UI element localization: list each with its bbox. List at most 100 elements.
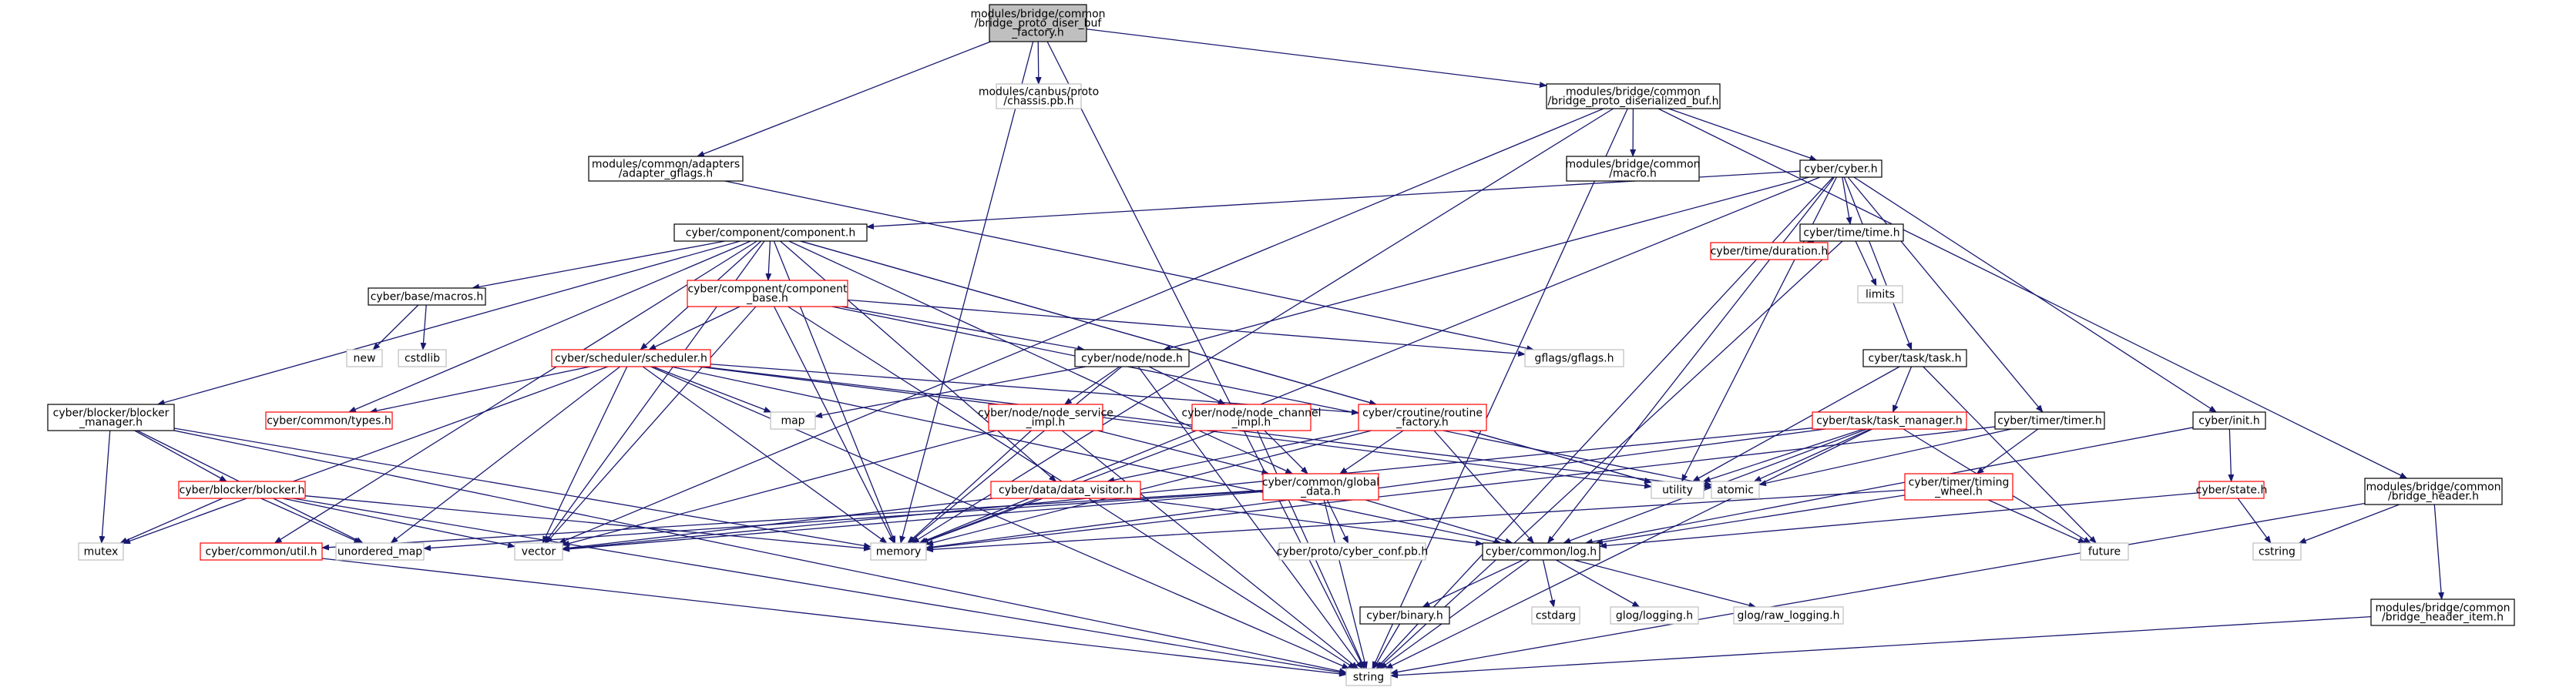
- edge-root-to-memory: [899, 41, 1034, 544]
- edge-scheduler-to-log_h: [670, 366, 1503, 545]
- node-label: _impl.h: [1231, 417, 1271, 429]
- node-limits[interactable]: limits: [1857, 285, 1903, 303]
- node-label: cyber/data/data_visitor.h: [999, 484, 1133, 497]
- edge-task_h-to-task_manager: [1892, 366, 1913, 413]
- node-box: [1345, 668, 1392, 686]
- node-label: cyber/timer/timing: [1909, 477, 2010, 489]
- edge-scheduler-to-utility: [698, 366, 1652, 489]
- node-glog-logging[interactable]: glog/logging.h: [1610, 606, 1699, 625]
- edge-timing_wheel-to-future: [1987, 499, 2087, 544]
- edge-log_h-to-glog_raw: [1573, 559, 1757, 609]
- node-adapter-gflags[interactable]: modules/common/adapters/adapter_gflags.h: [588, 156, 744, 182]
- node-label: /bridge_proto_diser_buf: [975, 18, 1103, 30]
- node-task-h[interactable]: cyber/task/task.h: [1862, 349, 1967, 367]
- node-macros[interactable]: cyber/base/macros.h: [368, 287, 486, 306]
- node-cyber-conf[interactable]: cyber/proto/cyber_conf.pb.h: [1277, 542, 1428, 561]
- node-label: limits: [1866, 289, 1895, 301]
- node-mutex[interactable]: mutex: [78, 542, 124, 561]
- node-box: [368, 287, 486, 306]
- node-map[interactable]: map: [770, 411, 816, 430]
- node-scheduler[interactable]: cyber/scheduler/scheduler.h: [551, 349, 711, 367]
- node-task-manager[interactable]: cyber/task/task_manager.h: [1812, 411, 1967, 430]
- node-macro[interactable]: modules/bridge/common/macro.h: [1565, 156, 1701, 182]
- node-box: [551, 349, 711, 367]
- node-gflags[interactable]: gflags/gflags.h: [1524, 349, 1624, 367]
- node-string[interactable]: string: [1345, 668, 1392, 686]
- node-label: /bridge_header.h: [2388, 491, 2479, 503]
- node-blocker-h[interactable]: cyber/blocker/blocker.h: [178, 481, 306, 499]
- node-unordered-map[interactable]: unordered_map: [335, 542, 425, 561]
- node-cyber-h[interactable]: cyber/cyber.h: [1799, 159, 1882, 178]
- node-timer-h[interactable]: cyber/timer/timer.h: [1994, 411, 2105, 430]
- edge-task_h-to-future: [1923, 366, 2097, 544]
- node-memory[interactable]: memory: [870, 542, 927, 561]
- node-routine-factory[interactable]: cyber/croutine/routine_factory.h: [1358, 404, 1487, 431]
- node-label: vector: [522, 546, 556, 558]
- node-label: cyber/component/component: [687, 283, 848, 296]
- edge-macros-to-cstdlib: [420, 304, 427, 350]
- node-component[interactable]: cyber/component/component.h: [673, 223, 868, 242]
- edge-global_data-to-cyber_conf: [1326, 499, 1349, 544]
- edge-cyber_h-to-init_h: [1853, 176, 2217, 413]
- edge-cyber_h-to-utility: [1681, 176, 1837, 482]
- node-init-h[interactable]: cyber/init.h: [2192, 411, 2266, 430]
- node-box: [673, 223, 868, 242]
- node-time-h[interactable]: cyber/time/time.h: [1799, 223, 1904, 242]
- node-log-h[interactable]: cyber/common/log.h: [1482, 542, 1600, 561]
- node-bridge-header-item[interactable]: modules/bridge/common/bridge_header_item…: [2370, 598, 2515, 626]
- node-blocker-manager[interactable]: cyber/blocker/blocker_manager.h: [47, 404, 175, 431]
- node-binary-h[interactable]: cyber/binary.h: [1359, 606, 1450, 625]
- node-label: /chassis.pb.h: [1003, 96, 1073, 108]
- node-box: [1278, 542, 1426, 561]
- node-label: cyber/state.h: [2196, 484, 2268, 497]
- edge-time_h-to-limits: [1855, 240, 1877, 287]
- node-utility[interactable]: utility: [1651, 481, 1704, 499]
- node-label: _factory.h: [1011, 27, 1064, 39]
- node-data-visitor[interactable]: cyber/data/data_visitor.h: [990, 481, 1141, 499]
- edge-routine_factory-to-utility: [1468, 430, 1652, 484]
- node-bridge-header[interactable]: modules/bridge/common/bridge_header.h: [2364, 478, 2503, 505]
- edge-scheduler-to-types: [369, 366, 590, 414]
- node-future[interactable]: future: [2080, 542, 2129, 561]
- node-cstring[interactable]: cstring: [2252, 542, 2302, 561]
- node-deser-buf[interactable]: modules/bridge/common/bridge_proto_diser…: [1546, 83, 1721, 109]
- edge-scheduler-to-unordered_map: [390, 366, 621, 544]
- node-box: [2198, 481, 2265, 499]
- node-box: [1358, 404, 1487, 431]
- node-label: new: [354, 353, 376, 365]
- edge-cyber_h-to-log_h: [1547, 176, 1835, 544]
- node-node-service[interactable]: cyber/node/node_service_impl.h: [978, 404, 1113, 431]
- node-label: cyber/node/node.h: [1081, 353, 1183, 365]
- node-chassis[interactable]: modules/canbus/proto/chassis.pb.h: [979, 83, 1099, 109]
- node-timing-wheel[interactable]: cyber/timer/timing_wheel.h: [1904, 473, 2013, 501]
- node-state-h[interactable]: cyber/state.h: [2196, 481, 2268, 499]
- node-vector[interactable]: vector: [514, 542, 563, 561]
- node-component-base[interactable]: cyber/component/component_base.h: [687, 280, 848, 307]
- node-box: [1262, 473, 1379, 501]
- node-label: /macro.h: [1609, 168, 1657, 180]
- node-label: /bridge_proto_diserialized_buf.h: [1547, 96, 1718, 108]
- edge-deser_buf-to-string: [1372, 108, 1628, 669]
- node-root[interactable]: modules/bridge/common/bridge_proto_diser…: [970, 4, 1106, 42]
- node-cstdlib[interactable]: cstdlib: [398, 349, 447, 367]
- edge-task_manager-to-vector: [562, 427, 1813, 552]
- node-label: cyber/init.h: [2198, 415, 2259, 427]
- node-node-channel[interactable]: cyber/node/node_channel_impl.h: [1182, 404, 1322, 431]
- node-new[interactable]: new: [346, 349, 383, 367]
- node-box: [1994, 411, 2105, 430]
- node-util-h[interactable]: cyber/common/util.h: [200, 542, 323, 561]
- node-duration[interactable]: cyber/time/duration.h: [1710, 242, 1829, 260]
- node-node-h[interactable]: cyber/node/node.h: [1074, 349, 1190, 367]
- edge-deser_buf-to-vector: [558, 108, 1604, 544]
- node-box: [1710, 242, 1829, 260]
- node-box: [870, 542, 927, 561]
- node-cstdarg[interactable]: cstdarg: [1531, 606, 1580, 625]
- node-box: [1812, 411, 1967, 430]
- edge-component_base-to-vector: [546, 306, 757, 544]
- node-global-data[interactable]: cyber/common/global_data.h: [1262, 473, 1379, 501]
- node-atomic[interactable]: atomic: [1711, 481, 1760, 499]
- node-types[interactable]: cyber/common/types.h: [265, 411, 393, 430]
- edge-component-to-component_base: [765, 240, 772, 281]
- node-glog-raw[interactable]: glog/raw_logging.h: [1733, 606, 1844, 625]
- edge-time_h-to-string: [1377, 240, 1843, 669]
